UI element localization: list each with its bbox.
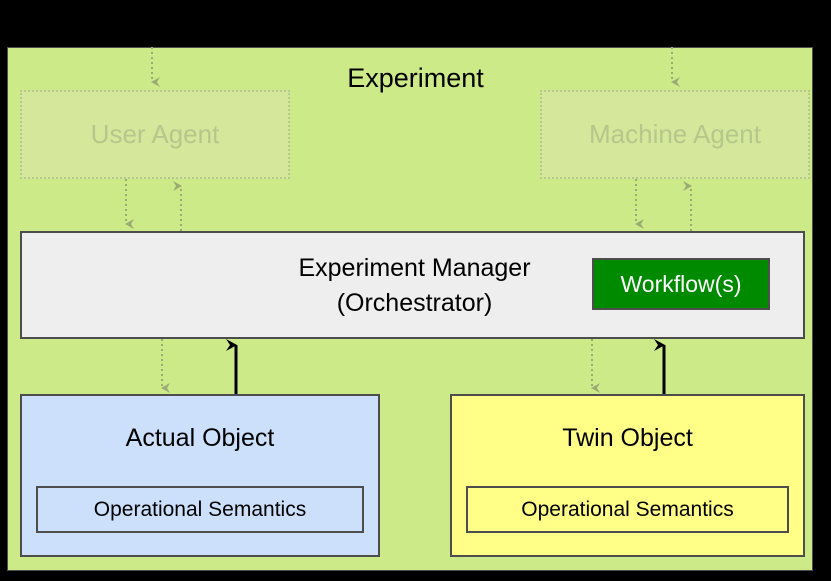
- twin-object-operational-semantics-label: Operational Semantics: [521, 497, 734, 521]
- workflow-box: Workflow(s): [592, 258, 770, 310]
- user-agent-box: User Agent: [20, 90, 290, 179]
- actual-object-title: Actual Object: [125, 424, 275, 452]
- actual-object-operational-semantics-label: Operational Semantics: [93, 497, 307, 521]
- machine-agent-box: Machine Agent: [540, 90, 810, 179]
- experiment-manager-label: Experiment Manager (Orchestrator): [298, 254, 531, 317]
- workflow-label: Workflow(s): [620, 270, 742, 297]
- actual-object-operational-semantics-box: Operational Semantics: [36, 486, 364, 533]
- twin-object-title: Twin Object: [562, 424, 693, 452]
- twin-object-operational-semantics-box: Operational Semantics: [466, 486, 789, 533]
- experiment-title: Experiment: [347, 63, 484, 93]
- machine-agent-label: Machine Agent: [588, 119, 761, 149]
- user-agent-label: User Agent: [90, 119, 220, 149]
- actual-object-box: Actual Object Operational Semantics: [20, 394, 380, 557]
- twin-object-box: Twin Object Operational Semantics: [450, 394, 805, 557]
